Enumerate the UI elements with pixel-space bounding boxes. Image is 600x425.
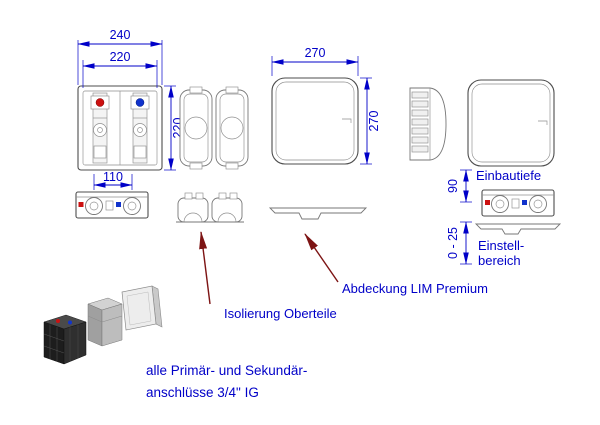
blue-valve-marker [135, 98, 145, 107]
mounting-box-top-view [77, 85, 163, 171]
valve-assembly-right [130, 92, 150, 164]
red-port-marker-right [485, 200, 490, 205]
dim-90-label: 90 [446, 179, 460, 193]
red-valve-marker [95, 98, 105, 107]
dim-270-height: 270 [360, 77, 381, 165]
insulation-front-view [176, 192, 244, 223]
isolierung-pointer-arrow [199, 231, 211, 305]
iso-cover-panel [121, 285, 163, 331]
dim-220-width-label: 220 [110, 50, 131, 64]
valve-assembly-left [90, 92, 110, 164]
dim-110: 110 [93, 170, 133, 190]
cover-side-profile [268, 207, 368, 220]
einbautiefe-label: Einbautiefe [476, 168, 541, 183]
dim-270-height-label: 270 [367, 111, 381, 132]
isolierung-label: Isolierung Oberteile [224, 306, 337, 321]
dim-0-25: 0 - 25 [446, 221, 472, 265]
insulation-shells-top-view [179, 86, 249, 170]
einstellbereich-label-1: Einstell- [478, 238, 524, 253]
abdeckung-label: Abdeckung LIM Premium [342, 281, 488, 296]
iso-blue-valve [68, 320, 72, 325]
iso-mounting-box [43, 314, 87, 365]
cover-front-view-right [467, 79, 555, 167]
note-line-2: anschlüsse 3/4" IG [146, 385, 259, 400]
red-port-marker [78, 202, 84, 207]
dim-0-25-label: 0 - 25 [446, 227, 460, 259]
dim-110-label: 110 [103, 170, 123, 184]
blue-port-marker [116, 202, 121, 207]
cover-front-view [271, 77, 359, 165]
mounting-box-front-view [75, 191, 149, 219]
blue-port-marker-right [522, 200, 527, 205]
iso-insulation-box [87, 297, 123, 347]
cover-side-profile-right [474, 223, 562, 235]
isometric-exploded-view [43, 285, 163, 365]
dim-240: 240 [77, 28, 163, 85]
box-side-view-louvers [409, 87, 447, 161]
insulation-shell-left [179, 86, 213, 170]
logo-mark-right [538, 120, 548, 125]
mounting-box-front-view-right [481, 189, 555, 217]
note-line-1: alle Primär- und Sekundär- [146, 363, 307, 378]
abdeckung-pointer-arrow [304, 233, 339, 283]
dim-270-width-label: 270 [305, 46, 326, 60]
insulation-shell-right [215, 86, 249, 170]
dim-270-width: 270 [271, 46, 359, 76]
iso-red-valve [56, 319, 60, 323]
einstellbereich-label-2: bereich [478, 253, 521, 268]
logo-mark [342, 118, 352, 123]
dim-90: 90 [446, 169, 472, 203]
dim-220-width: 220 [82, 50, 158, 88]
dim-240-label: 240 [110, 28, 131, 42]
